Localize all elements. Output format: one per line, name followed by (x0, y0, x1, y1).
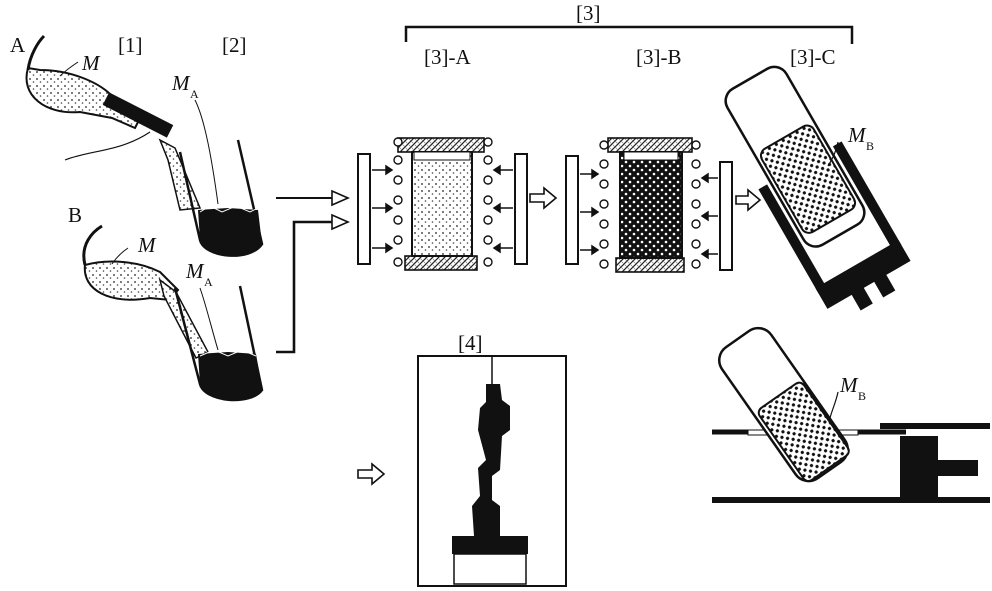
stage-3b (565, 137, 733, 273)
label-ma-b-main: M (185, 259, 205, 283)
stage-extrusion (712, 326, 990, 503)
label-ma-b-sub: A (204, 275, 213, 289)
plate-right (514, 153, 528, 265)
flow-connectors (276, 189, 350, 354)
pour-stage-b (82, 224, 264, 402)
pour-stage-a (25, 34, 264, 257)
label-mb-3c-main: M (847, 123, 867, 147)
billet-3c (759, 124, 857, 234)
plate-left (357, 153, 371, 265)
label-step3b: [3]-B (636, 45, 682, 69)
label-mb-ext-main: M (839, 373, 859, 397)
label-ma-a-main: M (171, 71, 191, 95)
label-step3: [3] (576, 1, 601, 25)
label-step1: [1] (118, 33, 143, 57)
arrow-3a-3b (529, 186, 558, 210)
label-a: A (10, 33, 26, 57)
arrow-to-4 (357, 462, 386, 486)
label-b: B (68, 203, 82, 227)
ladle-a (25, 66, 142, 130)
step3-bracket (404, 25, 854, 44)
label-step4: [4] (458, 331, 483, 355)
label-step3a: [3]-A (424, 45, 471, 69)
stage-3c (724, 65, 911, 311)
filter-block (102, 92, 174, 138)
label-ma-a-sub: A (190, 87, 199, 101)
stage-4 (417, 355, 567, 587)
arrow-3b-3c (735, 188, 762, 212)
label-mb-3c-sub: B (866, 139, 874, 153)
billet-extrusion (757, 381, 850, 483)
stage-3a (357, 137, 528, 271)
mold-a (411, 151, 473, 257)
label-step3c: [3]-C (790, 45, 836, 69)
label-mb-ext-sub: B (858, 389, 866, 403)
mold-b (619, 151, 683, 259)
label-step2: [2] (222, 33, 247, 57)
label-m-a: M (81, 51, 101, 75)
forged-part (472, 384, 510, 536)
label-m-b: M (137, 233, 157, 257)
